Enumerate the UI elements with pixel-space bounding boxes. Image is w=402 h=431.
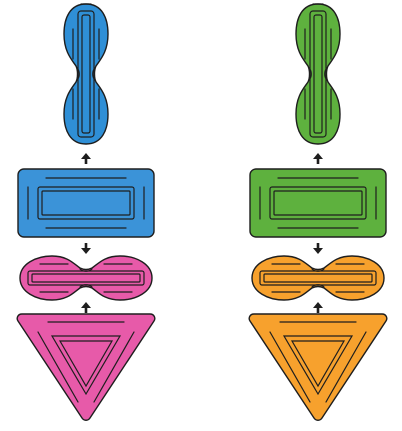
rectangle-tray-icon [250, 169, 386, 237]
bone-piece-icon [296, 4, 340, 144]
down-arrow-icon [81, 243, 91, 254]
lens-piece-icon [20, 256, 152, 300]
bone-piece-icon [64, 4, 108, 144]
down-arrow-icon [313, 243, 323, 254]
rectangle-tray-icon [18, 169, 154, 237]
up-arrow-icon [81, 302, 91, 313]
lens-piece-icon [252, 256, 384, 300]
triangle-piece-icon [249, 314, 387, 420]
up-arrow-icon [81, 153, 91, 164]
left-column [17, 4, 155, 420]
right-column [249, 4, 387, 420]
triangle-piece-icon [17, 314, 155, 420]
up-arrow-icon [313, 153, 323, 164]
up-arrow-icon [313, 302, 323, 313]
